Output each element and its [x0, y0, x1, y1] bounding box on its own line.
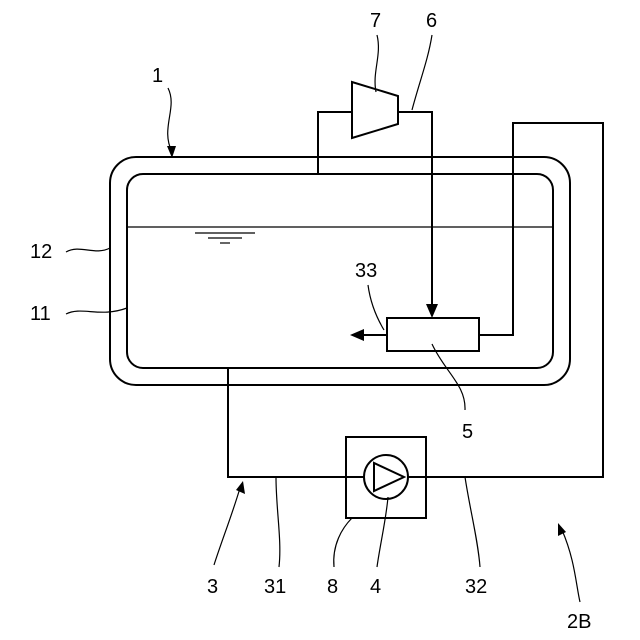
- label-delivery-pipe: 32: [465, 576, 487, 598]
- label-inner-tank: 11: [30, 303, 51, 325]
- leader-2B: [562, 530, 580, 602]
- delivery-pipe: [426, 123, 603, 477]
- label-compressor: 7: [370, 10, 381, 32]
- label-outer-tank: 12: [30, 241, 52, 263]
- leader-1: [168, 88, 172, 152]
- leader-3-arrowhead: [236, 481, 245, 494]
- label-supply-line: 3: [207, 576, 218, 598]
- leader-31: [276, 477, 280, 567]
- leader-12: [66, 248, 110, 252]
- leader-32: [465, 477, 480, 567]
- compressor-symbol: [352, 82, 398, 138]
- label-pump-housing: 8: [327, 576, 338, 598]
- leader-7: [375, 35, 378, 92]
- label-suction-pipe: 31: [264, 576, 286, 598]
- leader-8: [334, 518, 352, 567]
- label-nozzle-unit: 5: [462, 421, 473, 443]
- liquid-level-symbol: [195, 233, 255, 243]
- return-line-to-nozzle: [398, 112, 432, 314]
- pump-circle: [364, 455, 408, 499]
- outer-tank-wall: [110, 157, 570, 385]
- label-pump: 4: [370, 576, 381, 598]
- pump-triangle: [374, 463, 404, 491]
- label-system: 2B: [567, 611, 591, 633]
- inner-tank-wall: [127, 174, 553, 368]
- leader-2B-arrowhead: [558, 523, 566, 536]
- label-tank-assembly: 1: [152, 65, 163, 87]
- leader-4: [377, 497, 388, 567]
- leader-6: [412, 35, 432, 110]
- leader-5: [432, 344, 465, 410]
- return-line-pipe: [318, 112, 352, 174]
- label-return-line: 6: [426, 10, 437, 32]
- leader-3: [214, 488, 240, 565]
- return-line-arrowhead: [426, 304, 438, 318]
- leader-11: [66, 308, 127, 314]
- discharge-arrowhead: [350, 329, 364, 341]
- label-discharge: 33: [355, 260, 377, 282]
- leader-33: [368, 285, 384, 330]
